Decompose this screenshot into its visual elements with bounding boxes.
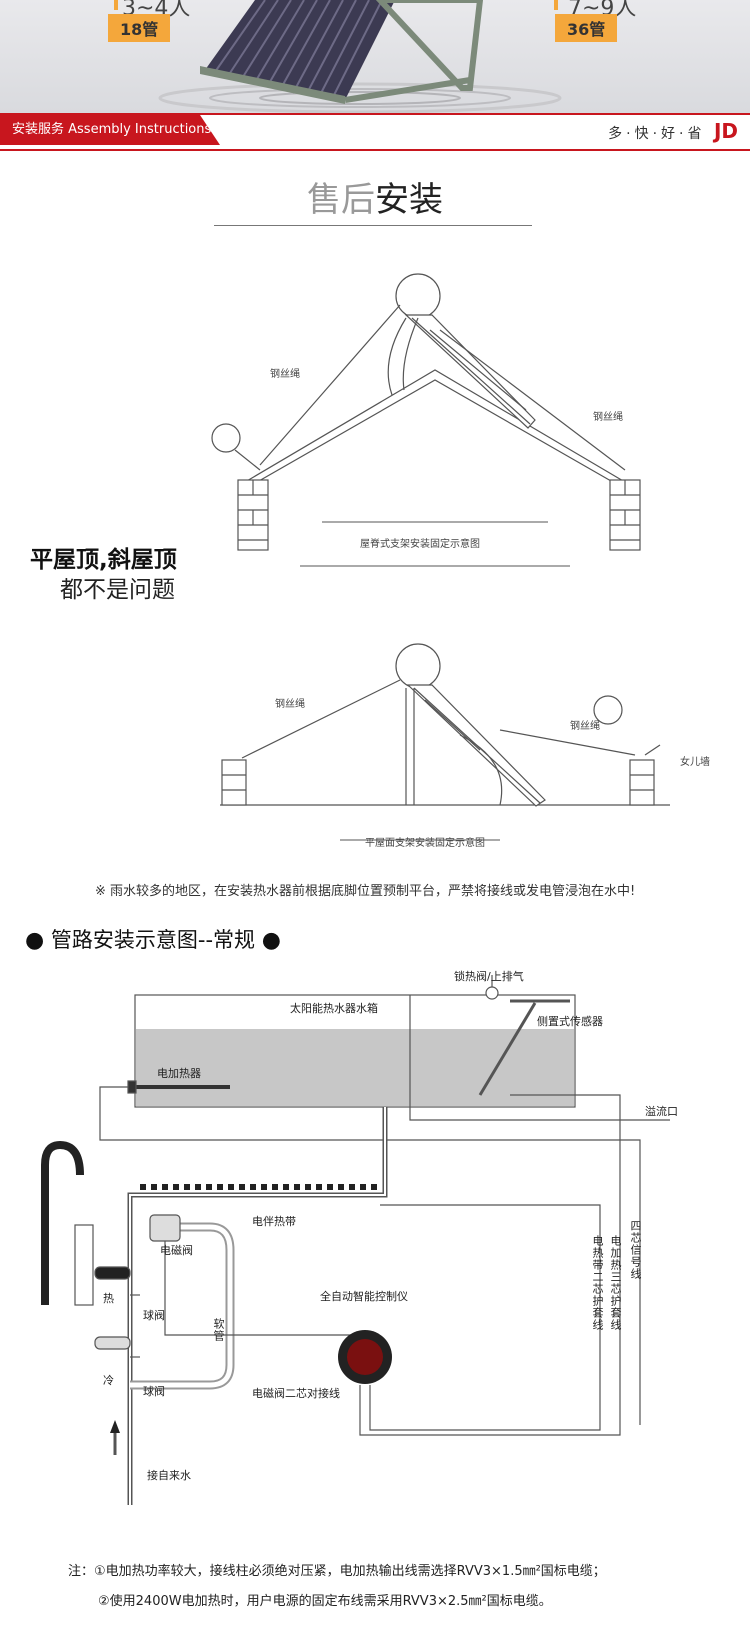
heading-divider [214, 225, 532, 226]
hot-label: 热 [103, 1292, 114, 1305]
overflow-label: 溢流口 [645, 1105, 678, 1118]
flat-wire-rope-left: 钢丝绳 [275, 699, 305, 710]
title-bold: 安装 [375, 180, 443, 220]
slogan-line-2: 都不是问题 [60, 577, 175, 603]
electric-heater-label: 电加热器 [157, 1067, 201, 1080]
cold-label: 冷 [103, 1374, 114, 1387]
parapet-label: 女儿墙 [680, 757, 710, 768]
shop-slogan: 多·快·好·省 [608, 126, 706, 142]
pipe-section-title: ● 管路安装示意图--常规 ● [25, 924, 281, 954]
ball-valve-label: 球阀 [143, 1385, 165, 1398]
jd-logo: JD [713, 119, 738, 143]
installation-note-2: ②使用2400W电加热时，用户电源的固定布线需采用RVV3×2.5㎜²国标电缆。 [98, 1594, 552, 1609]
solar-heater-illustration [158, 0, 562, 113]
heat-tape-label: 电伴热带 [252, 1215, 296, 1228]
section-title: 售后安装 [0, 172, 750, 221]
bullet-icon: ● [25, 928, 45, 953]
controller-label: 全自动智能控制仪 [320, 1290, 408, 1303]
heat-tape-wire-label: 电热带二芯护套线 [591, 1235, 604, 1331]
side-sensor-label: 侧置式传感器 [537, 1015, 603, 1028]
ridge-diagram-caption: 屋脊式支架安装固定示意图 [360, 539, 480, 550]
tank-label: 太阳能热水器水箱 [290, 1002, 378, 1015]
accent-mark [540, 0, 558, 10]
signal-wire-label: 四芯信号线 [629, 1220, 642, 1280]
ridge-wire-rope-left: 钢丝绳 [270, 369, 300, 380]
product-banner: 3~4人 18管 7~9人 36管 [0, 0, 750, 113]
solenoid-wire-label: 电磁阀二芯对接线 [252, 1387, 340, 1400]
section-label: 安装服务 Assembly Instructions [0, 115, 220, 145]
installation-note-1: 注：①电加热功率较大，接线柱必须绝对压紧，电加热输出线需选择RVV3×1.5㎜²… [68, 1564, 606, 1579]
rain-warning: ※ 雨水较多的地区，在安装热水器前根据底脚位置预制平台，严禁将接线或发电管浸泡在… [95, 884, 636, 899]
jd-slogan: 多·快·好·省 JD [608, 119, 738, 143]
solenoid-valve-label: 电磁阀 [160, 1244, 193, 1257]
pipe-title-text: 管路安装示意图--常规 [50, 928, 256, 952]
ball-valve-label: 球阀 [143, 1309, 165, 1322]
right-tube-count: 36管 [555, 14, 618, 42]
section-bar: 安装服务 Assembly Instructions 多·快·好·省 JD [0, 113, 750, 151]
lock-valve-label: 锁热阀/上排气 [454, 970, 524, 983]
slogan-line-1: 平屋顶,斜屋顶 [30, 547, 177, 573]
left-tube-count: 18管 [108, 14, 171, 42]
flat-roof-diagram [220, 643, 670, 841]
flat-diagram-caption: 平屋面支架安装固定示意图 [365, 838, 485, 849]
flat-wire-rope-right: 钢丝绳 [570, 721, 600, 732]
heater-wire-label: 电加热三芯护套线 [609, 1235, 622, 1331]
bullet-icon: ● [261, 928, 281, 953]
pipe-diagram [41, 975, 670, 1505]
water-supply-label: 接自来水 [147, 1469, 191, 1482]
ridge-roof-diagram [211, 273, 641, 567]
accent-mark [100, 0, 118, 10]
title-light: 售后 [307, 180, 375, 220]
ridge-wire-rope-right: 钢丝绳 [593, 412, 623, 423]
hose-label: 软管 [212, 1318, 225, 1342]
